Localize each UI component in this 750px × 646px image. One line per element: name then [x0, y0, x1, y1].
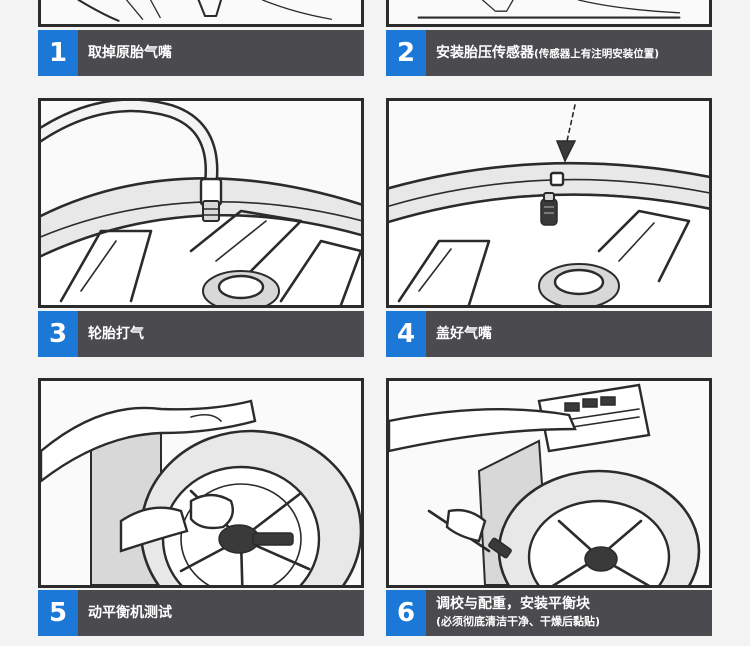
balance-weight-illustration-icon [389, 383, 701, 585]
step-1-illustration [38, 0, 364, 27]
step-3-illustration [38, 98, 364, 308]
step-5-illustration [38, 378, 364, 588]
step-4-caption: 4 盖好气嘴 [386, 311, 712, 357]
step-6-title: 调校与配重，安装平衡块 [436, 596, 590, 612]
step-6-note: (必须彻底清洁干净、干燥后黏贴) [436, 615, 601, 628]
step-2-title: 安装胎压传感器 [436, 44, 534, 61]
step-4-title: 盖好气嘴 [436, 326, 492, 342]
step-1-caption: 1 取掉原胎气嘴 [38, 30, 364, 76]
valve-removal-illustration-icon [77, 0, 333, 22]
tire-inflation-illustration-icon [41, 101, 361, 305]
step-5-title: 动平衡机测试 [88, 605, 172, 621]
step-1-number: 1 [38, 30, 78, 76]
step-2-number: 2 [386, 30, 426, 76]
valve-cap-illustration-icon [389, 104, 709, 305]
step-5-caption: 5 动平衡机测试 [38, 590, 364, 636]
step-1-title: 取掉原胎气嘴 [88, 45, 172, 61]
step-6-caption: 6 调校与配重，安装平衡块 (必须彻底清洁干净、干燥后黏贴) [386, 590, 712, 636]
step-4-number: 4 [386, 311, 426, 357]
step-2-caption: 2 安装胎压传感器(传感器上有注明安装位置) [386, 30, 712, 76]
step-6-number: 6 [386, 590, 426, 636]
step-2-illustration [386, 0, 712, 27]
step-3-title: 轮胎打气 [88, 326, 144, 342]
balancing-machine-illustration-icon [41, 399, 361, 585]
step-3-caption: 3 轮胎打气 [38, 311, 364, 357]
step-3-number: 3 [38, 311, 78, 357]
step-6-illustration [386, 378, 712, 588]
sensor-install-illustration-icon [417, 0, 681, 19]
step-5-number: 5 [38, 590, 78, 636]
step-2-note: (传感器上有注明安装位置) [534, 47, 660, 60]
step-4-illustration [386, 98, 712, 308]
